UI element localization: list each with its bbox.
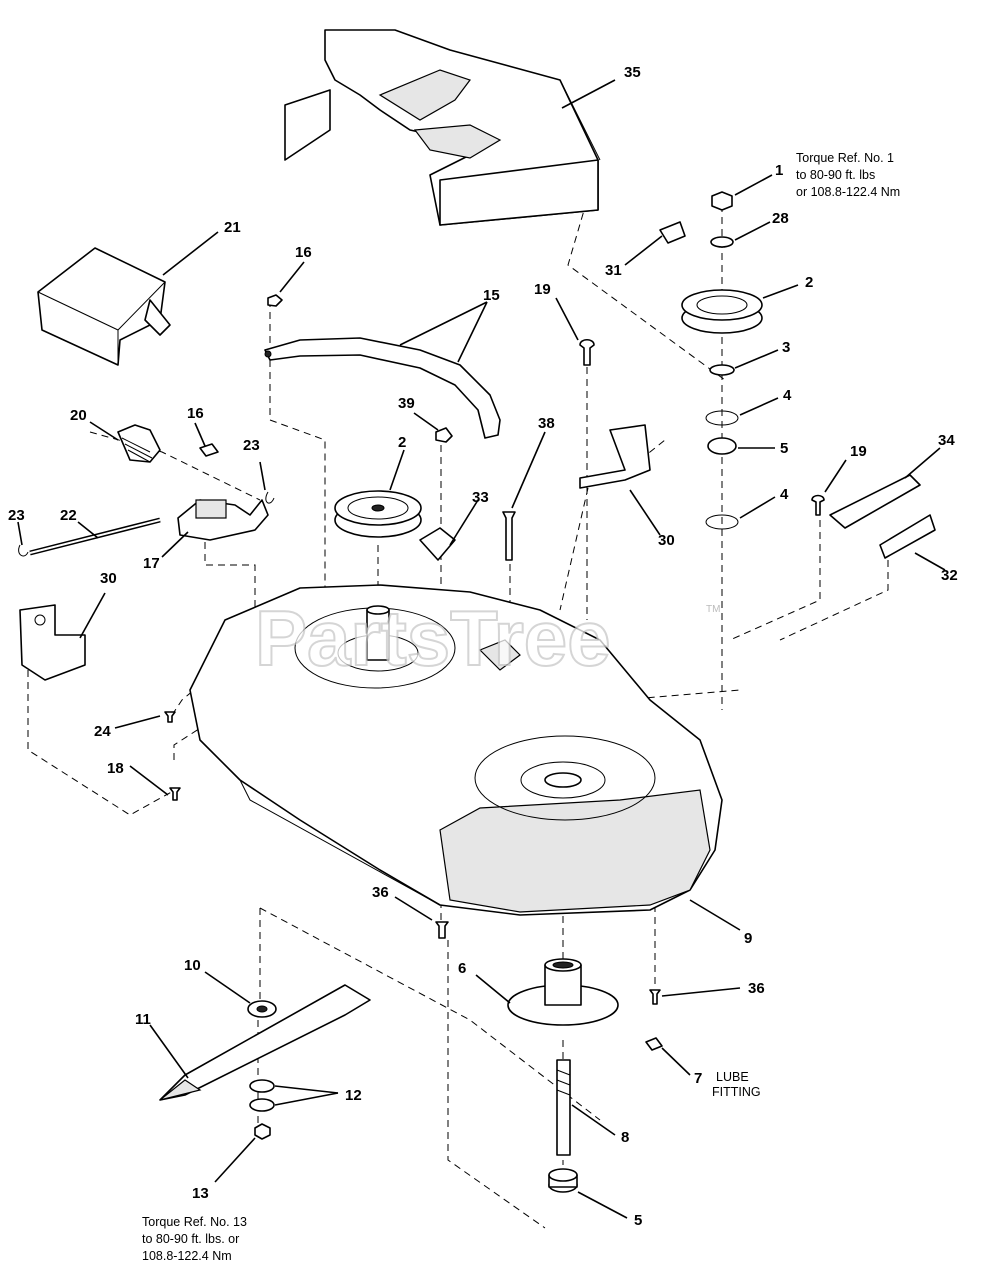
torque-note-1-line-3: or 108.8-122.4 Nm xyxy=(796,185,900,199)
torque-note-1-line-1: Torque Ref. No. 1 xyxy=(796,151,894,165)
callout-21: 21 xyxy=(224,219,241,236)
callout-18: 18 xyxy=(107,760,124,777)
callout-2: 2 xyxy=(805,274,813,291)
callout-35: 35 xyxy=(624,64,641,81)
callout-1: 1 xyxy=(775,162,783,179)
callout-31: 31 xyxy=(605,262,622,279)
torque-note-ref-13: Torque Ref. No. 13 to 80-90 ft. lbs. or … xyxy=(142,1215,247,1263)
callout-23: 23 xyxy=(8,507,25,524)
callout-30: 30 xyxy=(658,532,675,549)
discharge-chute-part-21 xyxy=(37,247,171,366)
callout-4: 4 xyxy=(780,486,789,503)
idler-bracket-assembly xyxy=(18,424,275,557)
mower-deck-part-9 xyxy=(189,584,723,916)
callout-19: 19 xyxy=(850,443,867,460)
callout-6: 6 xyxy=(458,960,466,977)
lube-fitting-note: LUBE FITTING xyxy=(712,1070,761,1099)
callout-39: 39 xyxy=(398,395,415,412)
callout-leader-lines xyxy=(17,79,946,1219)
torque-note-13-line-1: Torque Ref. No. 13 xyxy=(142,1215,247,1229)
belt-guide-part-15 xyxy=(264,337,501,439)
lube-note-line-1: LUBE xyxy=(716,1070,749,1084)
callout-3: 3 xyxy=(782,339,790,356)
callout-22: 22 xyxy=(60,507,77,524)
bracket-left-part-30 xyxy=(19,604,86,681)
torque-note-ref-1: Torque Ref. No. 1 to 80-90 ft. lbs or 10… xyxy=(796,151,900,199)
callout-33: 33 xyxy=(472,489,489,506)
callout-5: 5 xyxy=(780,440,788,457)
callout-11: 11 xyxy=(135,1011,151,1028)
belt-cover-part-35 xyxy=(284,29,601,226)
pulley-center-part-2 xyxy=(334,490,422,538)
callout-36: 36 xyxy=(748,980,765,997)
callout-13: 13 xyxy=(192,1185,209,1202)
callout-36: 36 xyxy=(372,884,389,901)
watermark: PartsTree TM xyxy=(254,593,720,683)
callout-15: 15 xyxy=(483,287,500,304)
callout-32: 32 xyxy=(941,567,958,584)
lube-note-line-2: FITTING xyxy=(712,1085,761,1099)
callout-28: 28 xyxy=(772,210,789,227)
torque-note-1-line-2: to 80-90 ft. lbs xyxy=(796,168,875,182)
torque-note-13-line-3: 108.8-122.4 Nm xyxy=(142,1249,232,1263)
callout-24: 24 xyxy=(94,723,111,740)
blade-assembly xyxy=(159,984,371,1140)
callout-16: 16 xyxy=(187,405,204,422)
watermark-trademark: TM xyxy=(706,604,720,615)
spindle-assembly-bottom xyxy=(507,958,663,1193)
hardware-nuts-bolts xyxy=(164,221,825,1005)
callout-9: 9 xyxy=(744,930,752,947)
callout-2: 2 xyxy=(398,434,406,451)
callout-30: 30 xyxy=(100,570,117,587)
callout-12: 12 xyxy=(345,1087,362,1104)
callout-34: 34 xyxy=(938,432,955,449)
callout-17: 17 xyxy=(143,555,160,572)
callout-8: 8 xyxy=(621,1129,629,1146)
spindle-stack-right xyxy=(681,191,763,530)
callout-4: 4 xyxy=(783,387,792,404)
callout-16: 16 xyxy=(295,244,312,261)
callout-10: 10 xyxy=(184,957,201,974)
callout-20: 20 xyxy=(70,407,87,424)
brackets-right xyxy=(579,424,936,559)
callout-labels: 35 1 28 31 2 3 4 5 4 21 16 15 19 20 16 3… xyxy=(8,64,958,1229)
callout-38: 38 xyxy=(538,415,555,432)
callout-19: 19 xyxy=(534,281,551,298)
torque-note-13-line-2: to 80-90 ft. lbs. or xyxy=(142,1232,239,1246)
callout-7: 7 xyxy=(694,1070,702,1087)
watermark-text: PartsTree xyxy=(255,594,611,682)
callout-23: 23 xyxy=(243,437,260,454)
callout-5: 5 xyxy=(634,1212,642,1229)
